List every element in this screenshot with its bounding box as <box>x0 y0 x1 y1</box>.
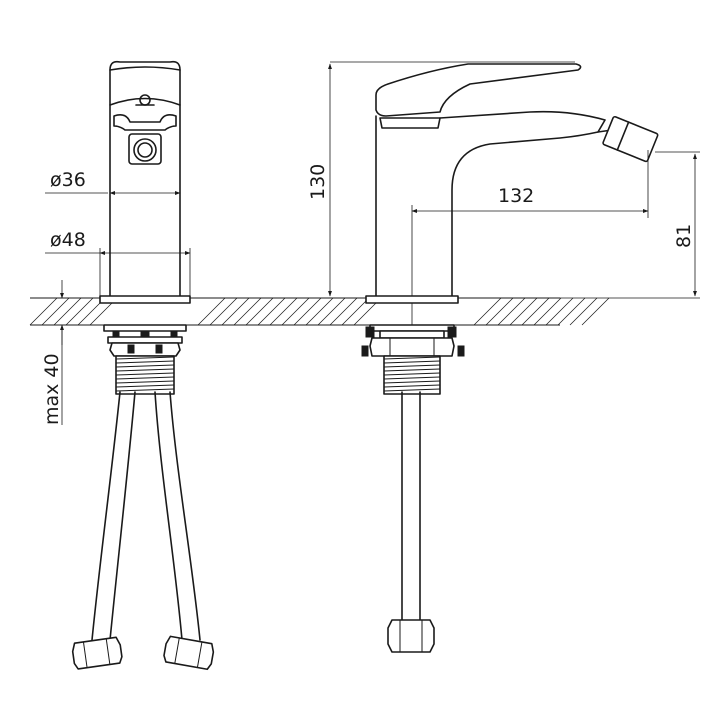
dimension-outer-diameter-label: ø48 <box>50 229 86 251</box>
side-view-body <box>375 110 606 299</box>
dimension-max-thickness: max 40 <box>41 280 64 425</box>
dimension-outer-diameter: ø48 <box>45 229 191 298</box>
front-view-knob <box>139 94 151 106</box>
dimension-max-thickness-label: max 40 <box>41 353 63 425</box>
countertop-hatching <box>29 297 610 326</box>
dimension-spout-reach: 132 <box>411 150 649 330</box>
front-view-body <box>109 60 181 299</box>
dimension-spout-reach-label: 132 <box>498 185 534 207</box>
side-view-threaded-shank <box>383 355 441 395</box>
front-view-hoses <box>71 391 215 671</box>
dimension-spout-height-label: 81 <box>673 224 695 248</box>
dimension-inner-diameter: ø36 <box>45 169 181 195</box>
dimension-total-height-label: 130 <box>307 164 329 200</box>
front-view-threaded-shank <box>115 355 175 395</box>
dimension-total-height: 130 <box>307 61 575 297</box>
dimension-spout-height: 81 <box>560 151 700 299</box>
side-view-nozzle <box>602 115 659 163</box>
front-view-handle <box>109 97 181 106</box>
side-view-lever <box>375 63 582 117</box>
side-view-hose-nut <box>387 619 435 653</box>
side-view: 130 132 81 <box>307 61 700 653</box>
side-view-supply-pipe <box>401 391 421 623</box>
front-view: ø36 ø48 <box>41 60 215 671</box>
dimension-inner-diameter-label: ø36 <box>50 169 86 191</box>
